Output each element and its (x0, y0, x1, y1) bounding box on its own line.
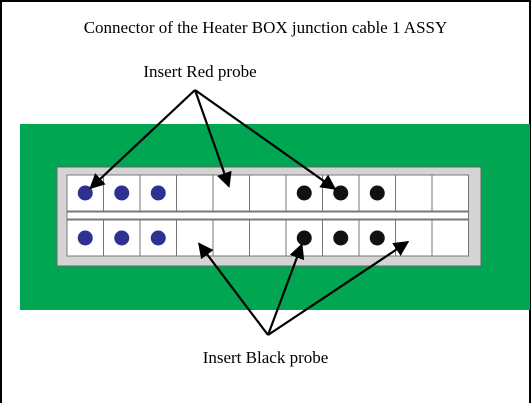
red-probe-arrow (89, 89, 196, 190)
pin-black (296, 230, 312, 246)
pin-blue (150, 230, 166, 246)
pin-blue (114, 230, 130, 246)
connector-cell (395, 174, 433, 212)
black-probe-arrow (266, 243, 305, 336)
pin-black (333, 185, 349, 201)
pin-blue (114, 185, 130, 201)
black-probe-arrow (198, 242, 269, 336)
pin-black (369, 230, 385, 246)
pin-blue (77, 230, 93, 246)
pin-white (223, 230, 239, 246)
pin-black (333, 230, 349, 246)
pin-white (187, 230, 203, 246)
probe-arrows (89, 89, 410, 336)
pin-blue (150, 185, 166, 201)
black-probe-arrow (267, 240, 410, 336)
pin-white (223, 185, 239, 201)
pin-white (187, 185, 203, 201)
red-probe-arrow (194, 89, 337, 190)
black-probe-label: Insert Black probe (202, 348, 329, 367)
red-probe-arrow (193, 89, 232, 188)
connector-pins (77, 185, 385, 246)
row-divider (66, 211, 469, 220)
row-divider-bar (66, 211, 469, 220)
connector-cell (395, 219, 433, 257)
pin-white (260, 230, 276, 246)
connector-cell (431, 174, 469, 212)
pin-black (369, 185, 385, 201)
pin-black (296, 185, 312, 201)
diagram-title: Connector of the Heater BOX junction cab… (83, 18, 448, 37)
pin-white (260, 185, 276, 201)
pin-blue (77, 185, 93, 201)
red-probe-label: Insert Red probe (143, 62, 257, 81)
connector-cell (431, 219, 469, 257)
